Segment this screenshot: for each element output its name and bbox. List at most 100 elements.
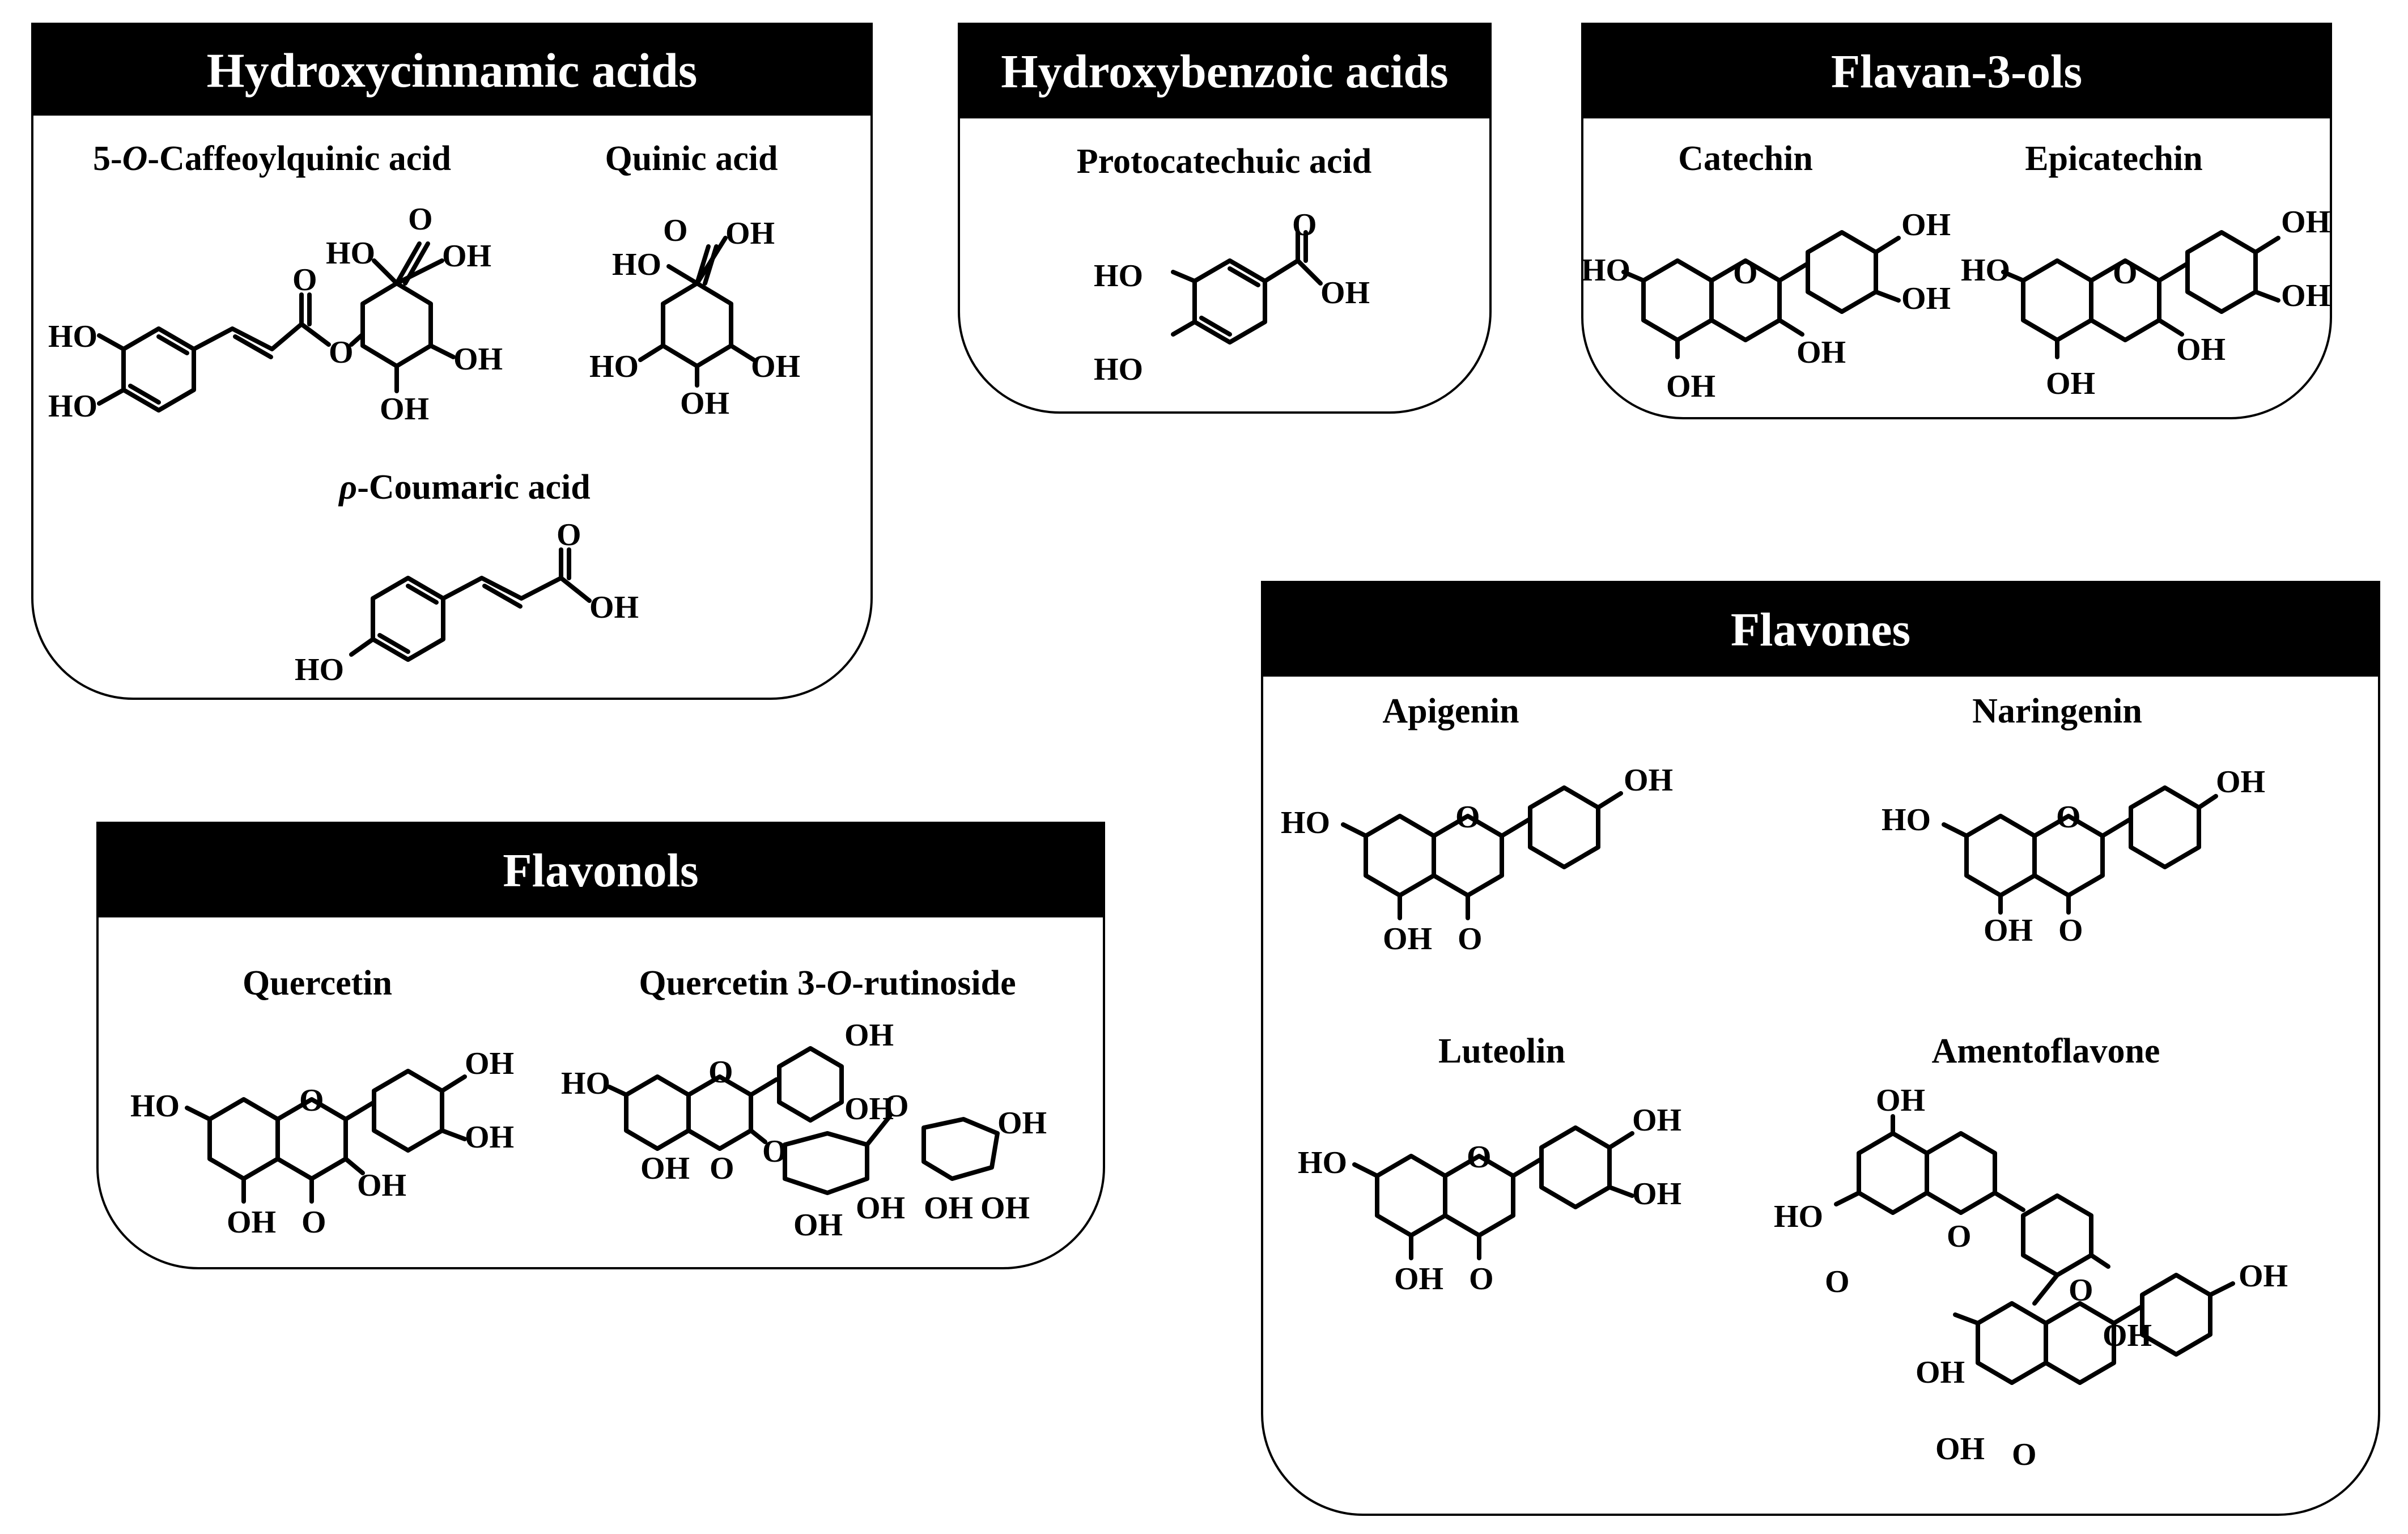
svg-text:OH: OH <box>1632 1103 1681 1138</box>
svg-text:OH: OH <box>997 1106 1047 1141</box>
svg-text:OH: OH <box>1383 921 1432 957</box>
svg-text:OH: OH <box>856 1191 905 1226</box>
svg-text:HO: HO <box>589 349 639 384</box>
svg-text:OH: OH <box>793 1208 843 1243</box>
structure-quercetin: HO OH O O OH OH OH <box>130 1046 514 1240</box>
compound-label-rutinoside: Quercetin 3-O-rutinoside <box>639 964 1016 1002</box>
svg-text:O: O <box>1733 256 1758 291</box>
svg-text:OH: OH <box>589 590 639 625</box>
svg-text:OH: OH <box>1394 1261 1443 1297</box>
panel-title-flavonols: Flavonols <box>99 824 1103 917</box>
svg-text:HO: HO <box>130 1089 180 1124</box>
svg-text:OH: OH <box>1901 207 1951 243</box>
svg-text:O: O <box>1467 1140 1492 1175</box>
structure-naringenin: HO OH O O OH <box>1882 764 2265 948</box>
svg-text:OH: OH <box>442 239 491 274</box>
svg-text:HO: HO <box>1882 802 1931 838</box>
svg-text:OH: OH <box>640 1151 690 1186</box>
svg-text:HO: HO <box>1298 1145 1347 1180</box>
svg-text:OH: OH <box>844 1018 894 1053</box>
structure-apigenin: HO OH O O OH <box>1281 763 1673 957</box>
panel-title-hydroxycinnamic: Hydroxycinnamic acids <box>33 25 870 116</box>
svg-text:OH: OH <box>1876 1083 1925 1118</box>
svg-text:O: O <box>2069 1273 2093 1308</box>
svg-text:OH: OH <box>465 1046 514 1081</box>
svg-text:O: O <box>299 1083 324 1118</box>
svg-text:HO: HO <box>561 1066 610 1101</box>
svg-text:OH: OH <box>2046 366 2095 401</box>
compound-label-apigenin: Apigenin <box>1382 692 1519 730</box>
panel-flavones: Flavones <box>1261 581 2380 1516</box>
svg-text:O: O <box>292 262 317 298</box>
structure-coumaric-acid: HO O OH <box>295 517 639 687</box>
structure-quinic-acid: O OH HO OH HO OH <box>589 213 800 421</box>
svg-text:HO: HO <box>326 236 375 271</box>
svg-text:OH: OH <box>2281 278 2330 313</box>
svg-text:O: O <box>301 1205 326 1240</box>
svg-text:OH: OH <box>227 1205 276 1240</box>
svg-text:O: O <box>557 517 581 553</box>
svg-text:OH: OH <box>924 1191 973 1226</box>
panel-title-flavan-3-ols: Flavan-3-ols <box>1583 25 2330 118</box>
structure-luteolin: HO OH O O OH OH <box>1298 1103 1681 1297</box>
panel-hydroxybenzoic: Hydroxybenzoic acids <box>958 23 1492 414</box>
svg-text:O: O <box>1455 800 1480 835</box>
svg-text:O: O <box>1825 1264 1850 1299</box>
svg-text:OH: OH <box>1935 1431 1985 1467</box>
svg-text:O: O <box>884 1089 909 1124</box>
structure-caffeoylquinic-acid: HO HO O O O OH HO OH OH <box>48 202 503 427</box>
structure-epicatechin: HO OH O OH OH OH <box>1961 205 2330 401</box>
svg-text:OH: OH <box>1901 281 1951 316</box>
svg-text:OH: OH <box>2216 764 2265 800</box>
svg-text:OH: OH <box>453 342 503 377</box>
structure-catechin: HO OH O OH OH OH <box>1581 207 1951 404</box>
svg-text:OH: OH <box>2239 1259 2288 1294</box>
svg-text:OH: OH <box>751 349 800 384</box>
panel-title-flavones: Flavones <box>1263 583 2378 677</box>
svg-text:OH: OH <box>380 392 429 427</box>
svg-text:HO: HO <box>1094 352 1143 387</box>
svg-text:O: O <box>2058 913 2083 948</box>
compound-label-protocatechuic: Protocatechuic acid <box>1076 142 1372 181</box>
compound-label-epicatechin: Epicatechin <box>2025 139 2203 178</box>
svg-text:HO: HO <box>1961 253 2010 288</box>
svg-text:OH: OH <box>1984 913 2033 948</box>
compound-label-quercetin: Quercetin <box>242 964 392 1002</box>
svg-text:O: O <box>2113 256 2138 291</box>
compound-label-quinic: Quinic acid <box>605 139 778 178</box>
svg-text:OH: OH <box>1797 335 1846 370</box>
compound-label-naringenin: Naringenin <box>1972 692 2142 730</box>
svg-text:HO: HO <box>1281 805 1330 840</box>
svg-text:HO: HO <box>48 389 97 424</box>
svg-text:OH: OH <box>1320 275 1370 311</box>
svg-text:OH: OH <box>1666 369 1715 404</box>
compound-label-catechin: Catechin <box>1678 139 1813 178</box>
svg-text:O: O <box>663 213 688 248</box>
svg-text:OH: OH <box>465 1120 514 1155</box>
svg-text:O: O <box>1458 921 1483 957</box>
svg-text:OH: OH <box>1916 1355 1965 1390</box>
svg-text:OH: OH <box>680 386 729 421</box>
compound-label-amentoflavone: Amentoflavone <box>1931 1032 2160 1070</box>
structure-amentoflavone: OH HO O O OH OH OH O O OH <box>1774 1083 2288 1472</box>
panel-flavan-3-ols: Flavan-3-ols <box>1581 23 2332 419</box>
svg-text:OH: OH <box>1632 1176 1681 1212</box>
structure-quercetin-rutinoside: HO OH O O OH OH O OH OH O OH OH OH <box>561 1018 1047 1243</box>
svg-text:O: O <box>2056 800 2081 835</box>
compound-label-caffeoylquinic: 5-O-Caffeoylquinic acid <box>92 139 452 178</box>
panel-flavonols: Flavonols <box>96 822 1105 1269</box>
svg-text:O: O <box>408 202 433 237</box>
svg-text:OH: OH <box>2176 332 2226 367</box>
svg-text:O: O <box>329 335 354 370</box>
svg-text:OH: OH <box>2281 205 2330 240</box>
svg-text:O: O <box>1469 1261 1494 1297</box>
svg-text:O: O <box>2012 1437 2037 1472</box>
svg-text:HO: HO <box>1094 258 1143 294</box>
panel-hydroxycinnamic: Hydroxycinnamic acids <box>31 23 873 700</box>
svg-text:O: O <box>1947 1219 1972 1254</box>
svg-text:O: O <box>708 1055 733 1090</box>
svg-text:OH: OH <box>725 216 775 251</box>
svg-text:HO: HO <box>295 652 344 687</box>
svg-text:O: O <box>1292 207 1317 243</box>
svg-text:OH: OH <box>980 1191 1030 1226</box>
